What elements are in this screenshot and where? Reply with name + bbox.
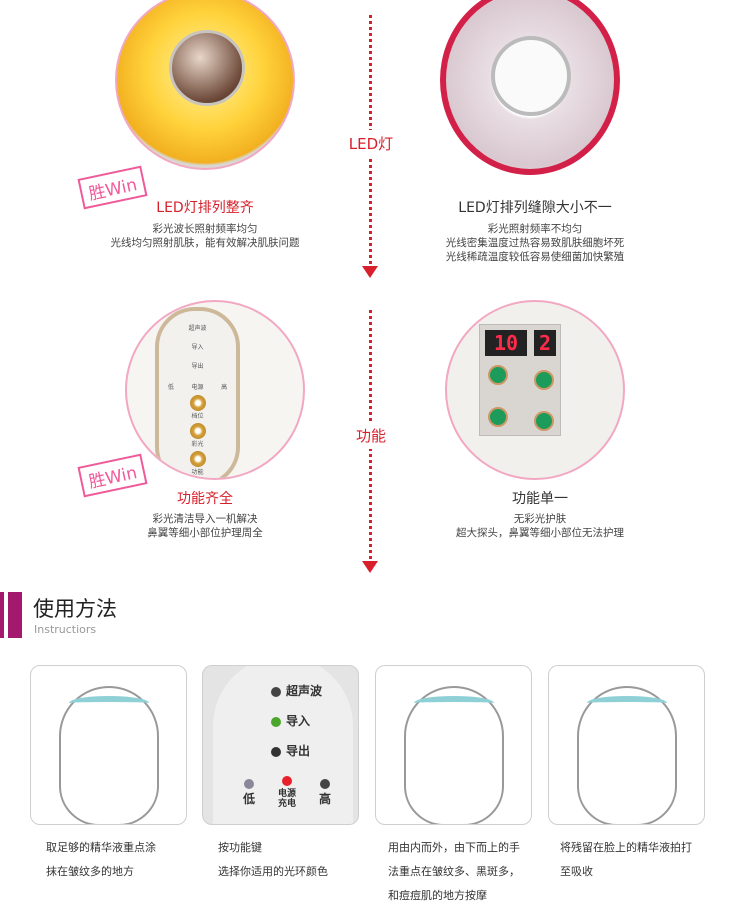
device-label: 导出 <box>191 363 204 370</box>
device-label: 超声波 <box>188 325 207 332</box>
device-label: 低 <box>242 792 255 806</box>
device-label: 高 <box>221 384 228 391</box>
headband <box>414 696 494 710</box>
step-caption: 按功能键 选择你适用的光环颜色 <box>218 836 368 884</box>
comparison-title: LED灯排列缝隙大小不一 <box>458 200 612 216</box>
device-face: 超声波 导入 导出 低 电源充电 高 <box>213 666 353 824</box>
comparison-title: LED灯排列整齐 <box>156 200 254 216</box>
function-button[interactable] <box>189 451 206 467</box>
step-caption: 将残留在脸上的精华液拍打 至吸收 <box>560 836 710 884</box>
caption-line: 至吸收 <box>560 865 593 878</box>
level-button[interactable] <box>189 395 206 411</box>
product-led-image <box>115 0 295 170</box>
product-device-image: 超声波 导入 导出 低 电源 高 档位 彩光 功能 <box>125 300 305 480</box>
section-accent-bar <box>0 592 4 638</box>
led-indicator <box>320 778 330 789</box>
desc-line: 彩光照射频率不均匀 <box>487 223 583 235</box>
device-label: 档位 <box>191 413 204 420</box>
device-label: 电源 <box>191 384 204 391</box>
metal-probe <box>169 30 245 106</box>
caption-line: 取足够的精华液重点涂 <box>46 841 156 854</box>
step-2-image: 超声波 导入 导出 低 电源充电 高 <box>202 665 359 825</box>
center-label-led: LED灯 <box>335 130 407 157</box>
desc-line: 彩光清洁导入一机解决 <box>152 513 258 525</box>
color-light-button[interactable] <box>189 423 206 439</box>
on-button[interactable] <box>534 411 554 431</box>
device-label: 功能 <box>191 469 204 476</box>
caption-line: 用由内而外，由下而上的手 <box>388 841 520 854</box>
device-label: 导入 <box>286 714 311 728</box>
caption-line: 和痘痘肌的地方按摩 <box>388 889 487 902</box>
step-4-image <box>548 665 705 825</box>
headband <box>587 696 667 710</box>
section-subtitle: Instructiors <box>34 623 97 636</box>
comparison-desc: 无彩光护肤 超大探头，鼻翼等细小部位无法护理 <box>420 512 660 540</box>
caption-line: 选择你适用的光环颜色 <box>218 865 328 878</box>
comparison-desc: 彩光照射频率不均匀 光线密集温度过热容易致肌肤细胞坏死 光线稀疏温度较低容易使细… <box>420 222 650 264</box>
desc-line: 光线均匀照射肌肤，能有效解决肌肤问题 <box>110 237 300 249</box>
step-3-image <box>375 665 532 825</box>
center-label-function: 功能 <box>335 422 407 449</box>
arrow-down-icon <box>362 266 378 278</box>
step-caption: 取足够的精华液重点涂 抹在皱纹多的地方 <box>46 836 196 884</box>
arrow-down-icon <box>362 561 378 573</box>
caption-line: 按功能键 <box>218 841 262 854</box>
led-indicator <box>282 776 292 786</box>
device-label: 高 <box>318 792 331 806</box>
up-button[interactable] <box>488 407 508 427</box>
device-panel: 超声波 导入 导出 低 电源 高 档位 彩光 功能 <box>155 307 240 478</box>
mode-button[interactable] <box>534 370 554 390</box>
section-title: 使用方法 <box>33 597 117 621</box>
device-label: 导入 <box>191 344 204 351</box>
led-indicator <box>271 716 281 727</box>
comparison-title: 功能单一 <box>512 491 568 507</box>
step-1-image <box>30 665 187 825</box>
display-left: 10 <box>485 330 527 356</box>
caption-line: 将残留在脸上的精华液拍打 <box>560 841 692 854</box>
glass-lens <box>491 36 571 116</box>
desc-line: 彩光波长照射频率均匀 <box>152 223 258 235</box>
headband <box>69 696 149 710</box>
device-label: 超声波 <box>286 684 323 698</box>
desc-line: 无彩光护肤 <box>513 513 567 525</box>
control-panel: 10 2 <box>479 324 561 436</box>
desc-line: 光线稀疏温度较低容易使细菌加快繁殖 <box>445 251 625 263</box>
caption-line: 抹在皱纹多的地方 <box>46 865 134 878</box>
device-label: 导出 <box>286 744 311 758</box>
section-accent-bar <box>8 592 22 638</box>
competitor-led-image <box>440 0 620 175</box>
display-right: 2 <box>534 330 556 356</box>
device-label: 电源充电 <box>277 789 296 809</box>
power-button[interactable] <box>488 365 508 385</box>
led-indicator <box>271 746 281 757</box>
comparison-title: 功能齐全 <box>177 491 233 507</box>
desc-line: 鼻翼等细小部位护理周全 <box>147 527 263 539</box>
comparison-desc: 彩光波长照射频率均匀 光线均匀照射肌肤，能有效解决肌肤问题 <box>80 222 330 250</box>
step-caption: 用由内而外，由下而上的手 法重点在皱纹多、黑斑多， 和痘痘肌的地方按摩 <box>388 836 538 908</box>
comparison-desc: 彩光清洁导入一机解决 鼻翼等细小部位护理周全 <box>95 512 315 540</box>
device-label: 彩光 <box>191 441 204 448</box>
competitor-device-image: 10 2 <box>445 300 625 480</box>
led-indicator <box>271 686 281 697</box>
led-indicator <box>244 778 254 789</box>
desc-line: 超大探头，鼻翼等细小部位无法护理 <box>456 527 624 539</box>
device-label: 低 <box>167 384 174 391</box>
caption-line: 法重点在皱纹多、黑斑多， <box>388 865 520 878</box>
desc-line: 光线密集温度过热容易致肌肤细胞坏死 <box>445 237 625 249</box>
